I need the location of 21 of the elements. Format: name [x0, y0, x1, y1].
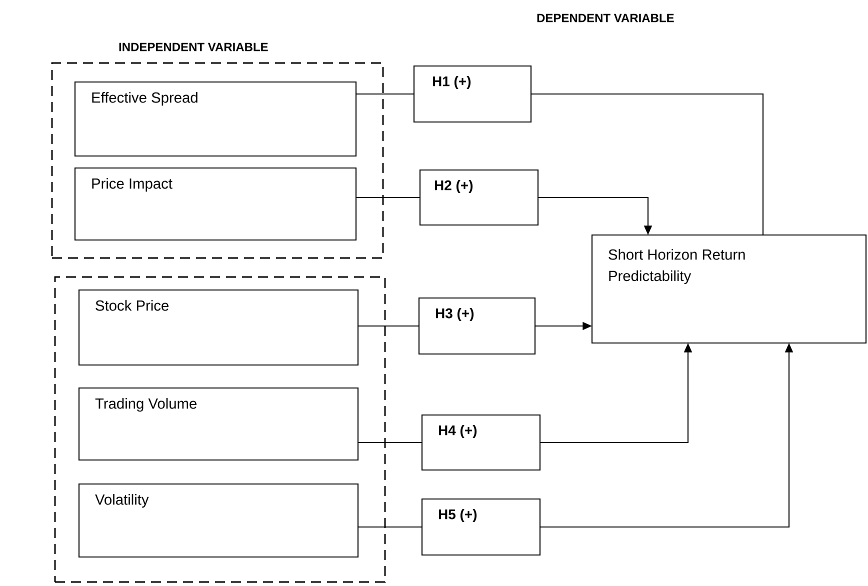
- variable-box: Trading Volume: [78, 387, 359, 461]
- connector-line: [531, 93, 764, 235]
- variable-box: Stock Price: [78, 289, 359, 366]
- variable-box: Price Impact: [74, 167, 357, 241]
- dashed-group-box: [51, 62, 384, 259]
- variable-box: Effective Spread: [74, 81, 357, 157]
- connector-line: [358, 526, 422, 528]
- connector-line: [358, 442, 422, 444]
- hypothesis-box: H2 (+): [419, 169, 539, 226]
- hypothesis-box: H4 (+): [421, 414, 541, 471]
- hypothesis-box: H1 (+): [413, 65, 532, 123]
- outcome-box: Short Horizon Return Predictability: [591, 234, 867, 344]
- dashed-group-box: [54, 276, 386, 583]
- heading: DEPENDENT VARIABLE: [537, 14, 674, 22]
- variable-box: Volatility: [78, 483, 359, 558]
- connector-line: [356, 196, 420, 198]
- connector-line: [358, 325, 419, 327]
- connector-line: [356, 93, 414, 95]
- hypothesis-box: H5 (+): [421, 498, 541, 556]
- hypothesis-box: H3 (+): [418, 297, 536, 355]
- heading: INDEPENDENT VARIABLE: [119, 42, 268, 52]
